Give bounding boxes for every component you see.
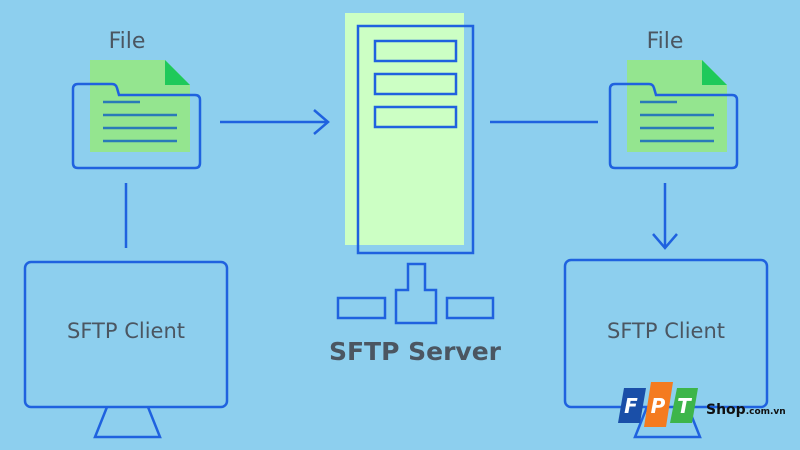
logo-letter-p: P (651, 394, 666, 418)
server-label: SFTP Server (329, 337, 502, 366)
right-client-label: SFTP Client (607, 319, 725, 343)
left-client-label: SFTP Client (67, 319, 185, 343)
network-icon (336, 262, 495, 325)
logo-letter-f: F (624, 394, 638, 418)
left-file-icon (71, 60, 202, 170)
left-file-label: File (109, 29, 146, 54)
logo-letter-t: T (677, 394, 692, 418)
logo-text: Shop.com.vn (706, 402, 786, 418)
arrow-down-icon (652, 183, 678, 250)
arrow-right-icon (220, 109, 330, 135)
right-file-label: File (647, 29, 684, 54)
right-file-icon (608, 60, 739, 170)
left-client-monitor (23, 260, 229, 439)
fptshop-logo: F P T Shop.com.vn (618, 382, 786, 427)
server-icon (345, 13, 475, 255)
